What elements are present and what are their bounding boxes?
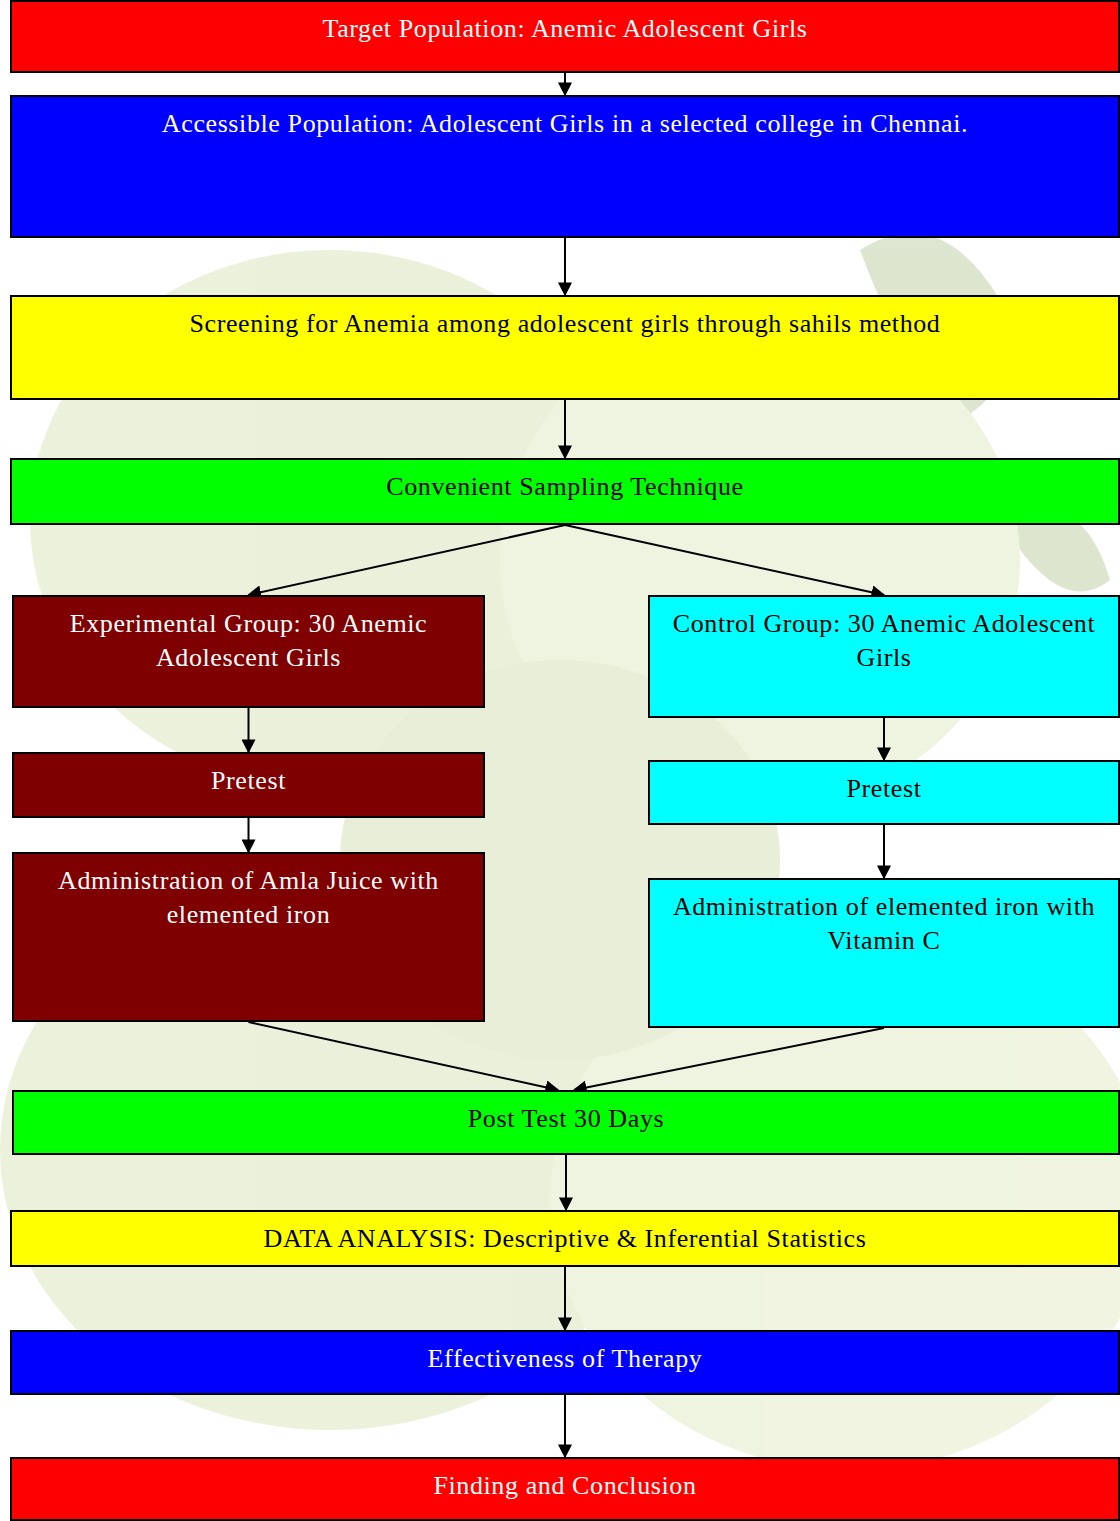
process-box: Pretest: [648, 760, 1120, 825]
box-label: Accessible Population: Adolescent Girls …: [22, 107, 1108, 141]
flow-arrow: [883, 718, 885, 760]
process-box: Pretest: [12, 752, 485, 818]
process-box: Screening for Anemia among adolescent gi…: [10, 295, 1120, 400]
process-box: Post Test 30 Days: [12, 1090, 1120, 1155]
process-box: DATA ANALYSIS: Descriptive & Inferential…: [10, 1210, 1120, 1267]
process-box: Administration of elemented iron with Vi…: [648, 878, 1120, 1028]
box-label: Control Group: 30 Anemic Adolescent Girl…: [660, 607, 1108, 675]
process-box: Effectiveness of Therapy: [10, 1330, 1120, 1395]
flow-arrow: [248, 818, 250, 852]
amla-fruits: [0, 233, 1120, 1470]
flow-arrow: [565, 525, 884, 595]
flow-arrow: [564, 400, 566, 458]
flow-arrow: [564, 1395, 566, 1457]
flow-arrow: [883, 825, 885, 878]
box-label: Target Population: Anemic Adolescent Gir…: [22, 12, 1108, 46]
box-label: Pretest: [24, 764, 473, 798]
box-label: DATA ANALYSIS: Descriptive & Inferential…: [22, 1222, 1108, 1256]
process-box: Target Population: Anemic Adolescent Gir…: [10, 0, 1120, 73]
box-label: Administration of elemented iron with Vi…: [660, 890, 1108, 958]
box-label: Post Test 30 Days: [24, 1102, 1108, 1136]
flow-arrow: [249, 525, 566, 595]
box-label: Effectiveness of Therapy: [22, 1342, 1108, 1376]
flow-arrow: [565, 1155, 567, 1210]
process-box: Convenient Sampling Technique: [10, 458, 1120, 525]
process-box: Administration of Amla Juice with elemen…: [12, 852, 485, 1022]
box-label: Experimental Group: 30 Anemic Adolescent…: [24, 607, 473, 675]
box-label: Pretest: [660, 772, 1108, 806]
flow-arrow: [564, 73, 566, 95]
process-box: Experimental Group: 30 Anemic Adolescent…: [12, 595, 485, 708]
process-box: Control Group: 30 Anemic Adolescent Girl…: [648, 595, 1120, 718]
flow-arrow: [564, 1267, 566, 1330]
flow-arrow: [248, 708, 250, 752]
box-label: Screening for Anemia among adolescent gi…: [22, 307, 1108, 341]
box-label: Convenient Sampling Technique: [22, 470, 1108, 504]
process-box: Finding and Conclusion: [10, 1457, 1120, 1521]
flow-arrow: [574, 1028, 884, 1090]
box-label: Finding and Conclusion: [22, 1469, 1108, 1503]
flow-arrow: [249, 1022, 559, 1090]
box-label: Administration of Amla Juice with elemen…: [24, 864, 473, 932]
flow-arrow: [564, 238, 566, 295]
process-box: Accessible Population: Adolescent Girls …: [10, 95, 1120, 238]
